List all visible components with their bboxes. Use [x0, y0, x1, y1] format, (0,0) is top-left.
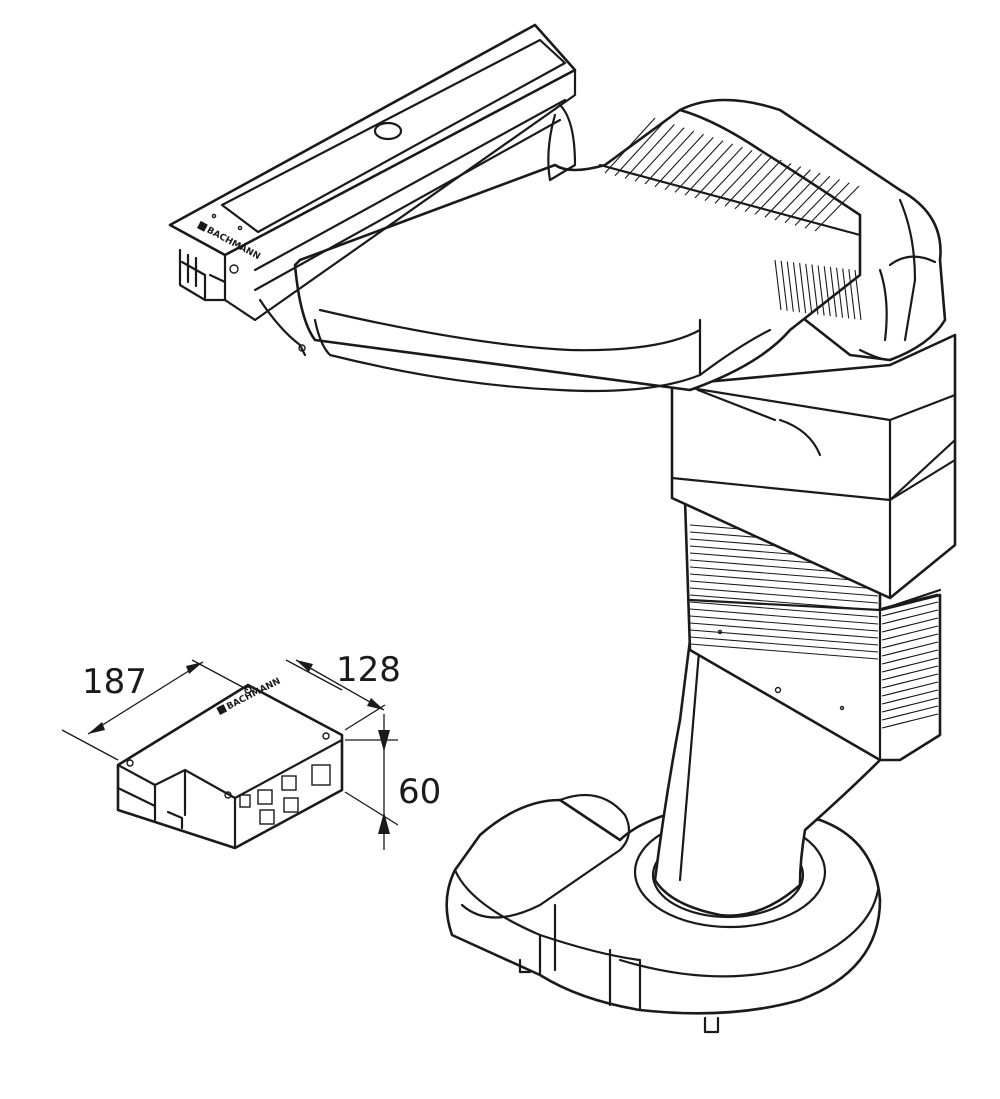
arm-rib	[784, 175, 831, 224]
extension-line-width-right	[344, 704, 386, 731]
extension-line-length-left	[61, 729, 119, 761]
housing-rib	[881, 697, 939, 713]
arm-rib	[814, 185, 860, 232]
housing-rib	[881, 705, 939, 721]
housing-rib	[689, 587, 879, 604]
arm-rib	[614, 120, 666, 177]
arm-rib	[764, 169, 811, 218]
arm-rib	[724, 156, 772, 207]
arm-rib	[780, 260, 788, 311]
arm-rib	[734, 159, 782, 210]
housing-rib	[881, 681, 939, 697]
arm-rib	[786, 261, 794, 312]
arm-rib	[805, 263, 813, 314]
arm-rib	[804, 182, 850, 229]
arrowhead	[367, 698, 384, 710]
extension-line-width-left	[285, 659, 343, 691]
arm-unit: BACHMANN	[168, 23, 957, 1034]
housing-rib	[689, 573, 879, 590]
dimension-width-label: 128	[336, 650, 401, 690]
arm-rib	[704, 150, 753, 201]
arrowhead	[378, 730, 390, 752]
arm-rib	[792, 262, 801, 313]
arm-rib	[604, 117, 656, 174]
arm-rib	[774, 259, 782, 311]
housing-rib	[881, 633, 939, 649]
arm-rib	[854, 269, 862, 321]
housing-rib	[881, 641, 939, 657]
arm-rib	[674, 140, 724, 193]
extension-line-length-right	[191, 659, 249, 691]
dimension-length-label: 187	[82, 662, 147, 702]
control-box: BACHMANN	[116, 677, 344, 850]
dimension-line-length	[87, 661, 204, 735]
housing-rib	[689, 643, 879, 660]
housing-rib	[881, 593, 939, 609]
arrowhead	[296, 660, 313, 672]
housing-rib	[881, 601, 939, 617]
dimension-lines: 187 128 60	[61, 650, 441, 850]
arm-rib	[842, 268, 850, 319]
arrowhead	[88, 722, 105, 734]
housing-rib	[689, 608, 879, 625]
arm-rib	[829, 266, 837, 317]
arm-rib	[754, 166, 802, 215]
housing-rib	[881, 617, 939, 633]
arm-rib	[811, 264, 819, 315]
extension-line-height-bottom	[344, 791, 399, 826]
arm-rib	[624, 124, 675, 179]
arm-bellows-ribs	[604, 117, 862, 321]
arm-rib	[817, 265, 825, 316]
housing-rib	[881, 649, 939, 665]
housing-rib	[881, 673, 939, 689]
housing-rib	[881, 713, 939, 729]
housing-rib	[689, 594, 879, 611]
arrowhead	[378, 812, 390, 834]
arm-rib	[664, 137, 714, 190]
housing-rib	[881, 657, 939, 673]
arm-rib	[644, 130, 695, 185]
arm-rib	[823, 266, 831, 317]
arm-rib	[799, 263, 807, 314]
dimension-height-label: 60	[398, 772, 441, 812]
housing-rib	[689, 615, 879, 632]
arm-rib	[684, 143, 734, 196]
housing-rib	[881, 689, 939, 705]
housing-rib	[881, 609, 939, 625]
arm-rib	[634, 127, 685, 182]
housing-rib	[881, 665, 939, 681]
housing-rib	[881, 625, 939, 641]
arrowhead	[186, 662, 203, 674]
arm-rib	[794, 179, 840, 226]
arm-rib	[654, 133, 704, 188]
arm-rib	[848, 269, 856, 320]
housing-rib	[689, 601, 879, 618]
horizontal-arm	[293, 108, 862, 393]
housing-rib	[689, 622, 879, 639]
housing-rib	[689, 580, 879, 597]
arm-rib	[694, 146, 743, 199]
arm-rib	[835, 267, 844, 318]
arm-rib	[774, 172, 821, 221]
middle-box	[670, 333, 957, 600]
housing-rib	[689, 636, 879, 653]
arm-rib	[744, 162, 792, 213]
arm-rib	[714, 153, 763, 204]
